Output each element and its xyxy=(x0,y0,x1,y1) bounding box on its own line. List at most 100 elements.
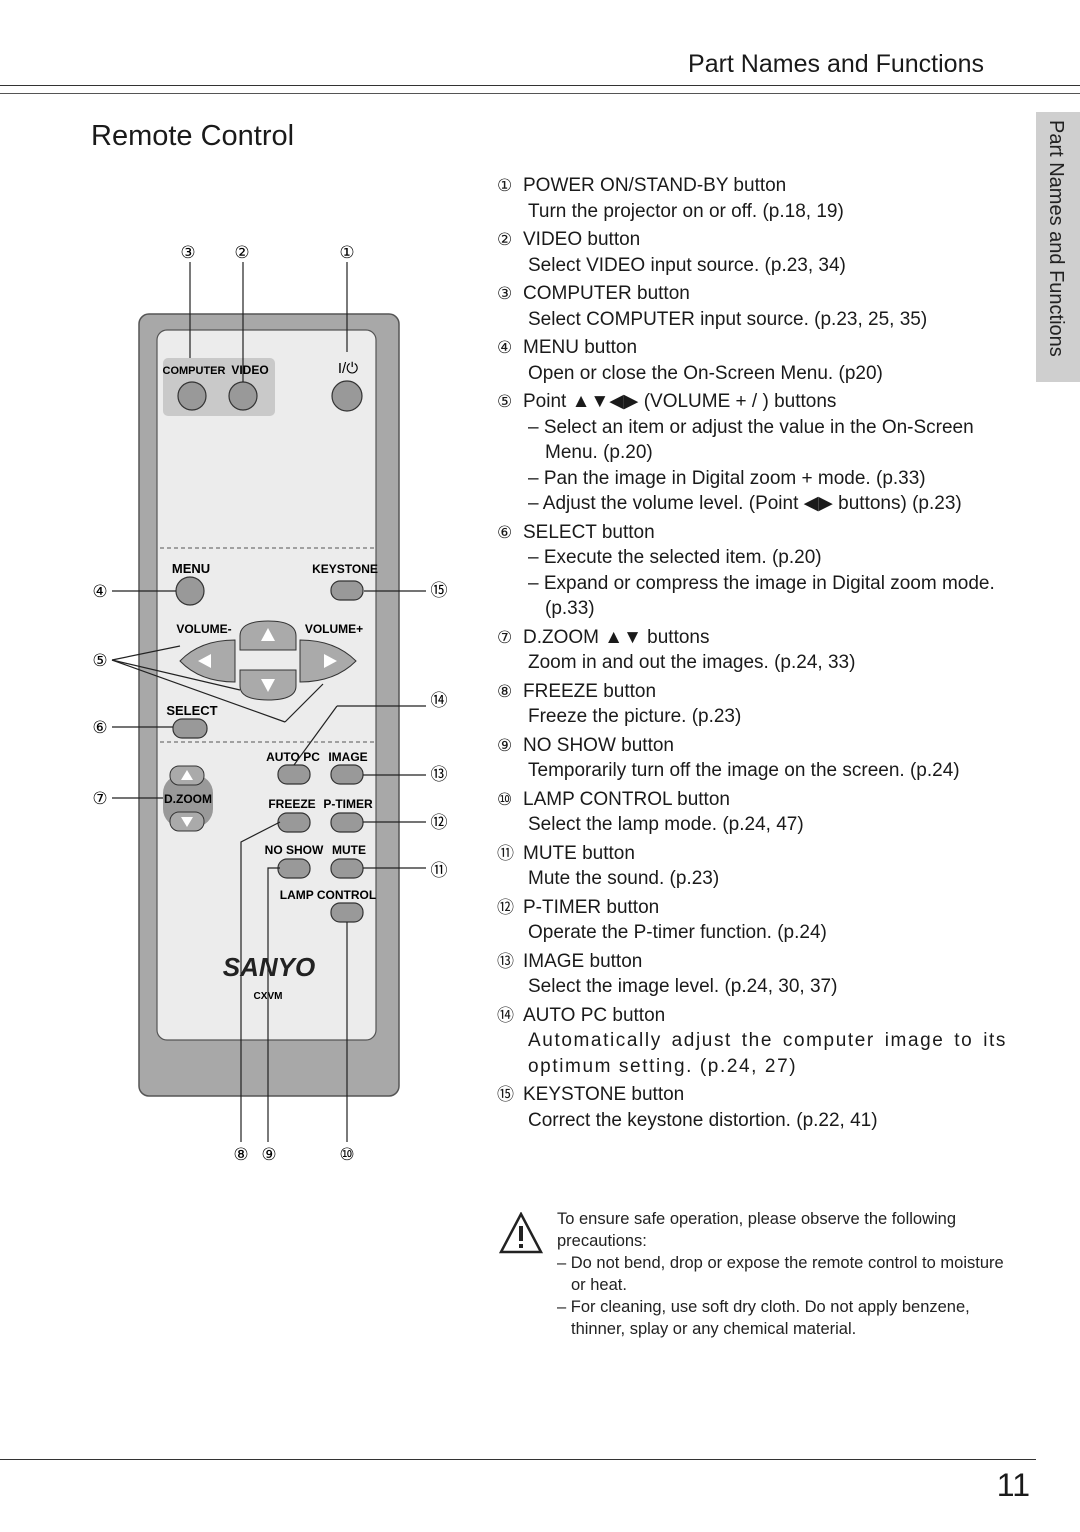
p-timer-button[interactable] xyxy=(330,812,364,833)
computer-label: COMPUTER xyxy=(163,365,226,377)
item-number: ⑫ xyxy=(497,897,514,917)
callout-8: ⑧ xyxy=(233,1145,248,1164)
item-name: SELECT button xyxy=(523,521,655,543)
keystone-label: KEYSTONE xyxy=(312,562,378,576)
callouts: ③ ② ① ④ ⑤ ⑥ ⑦ ⑮ ⑭ ⑬ ⑫ ⑪ ⑧ ⑨ ⑩ xyxy=(92,243,447,1164)
item-desc: Turn the projector on or off. (p.18, 19) xyxy=(528,200,844,222)
item-desc: Freeze the picture. (p.23) xyxy=(528,706,742,727)
power-button[interactable] xyxy=(331,380,363,412)
item-name: MUTE button xyxy=(523,842,635,864)
item-desc: Automatically adjust the computer image … xyxy=(528,1030,1007,1077)
callout-2: ② xyxy=(234,243,249,262)
auto-pc-label: AUTO PC xyxy=(266,750,320,764)
menu-label: MENU xyxy=(172,561,210,576)
warning-intro: To ensure safe operation, please observe… xyxy=(557,1210,957,1250)
remote-control-illustration: COMPUTER VIDEO I/⏻ MENU KEYSTONE VOLUME-… xyxy=(92,243,447,1164)
callout-11: ⑪ xyxy=(431,861,448,880)
mute-button[interactable] xyxy=(330,858,364,879)
power-label: I/⏻ xyxy=(338,360,358,377)
item-number: ② xyxy=(497,230,513,249)
menu-button[interactable] xyxy=(175,576,205,606)
item-name: NO SHOW button xyxy=(523,734,674,756)
video-button[interactable] xyxy=(228,381,258,411)
item-sub: – Pan the image in Digital zoom + mode. … xyxy=(528,467,926,489)
mute-label: MUTE xyxy=(332,843,366,857)
image-button[interactable] xyxy=(330,764,364,785)
freeze-label: FREEZE xyxy=(268,797,315,811)
freeze-button[interactable] xyxy=(277,812,311,833)
warning-bullet: – Do not bend, drop or expose the remote… xyxy=(557,1254,1004,1294)
computer-button[interactable] xyxy=(177,381,207,411)
item-number: ⑦ xyxy=(497,627,513,647)
page-title: Remote Control xyxy=(91,120,295,152)
item-number: ⑤ xyxy=(497,392,513,411)
item-name: Point ▲▼◀▶ (VOLUME + / ) buttons xyxy=(523,391,837,412)
side-tab-label: Part Names and Functions xyxy=(1045,120,1067,357)
side-tab: Part Names and Functions xyxy=(1036,112,1080,382)
item-number: ④ xyxy=(497,338,513,357)
item-desc: Zoom in and out the images. (p.24, 33) xyxy=(528,652,856,673)
callout-7: ⑦ xyxy=(92,789,107,808)
item-name: IMAGE button xyxy=(523,950,643,972)
header-rule-thin xyxy=(0,93,1080,94)
button-function-list: ① POWER ON/STAND-BY button Turn the proje… xyxy=(497,173,1007,1136)
volume-plus-label: VOLUME+ xyxy=(305,622,363,636)
callout-3: ③ xyxy=(180,243,195,262)
callout-10: ⑩ xyxy=(339,1145,354,1164)
callout-4: ④ xyxy=(92,582,107,601)
item-name: COMPUTER button xyxy=(523,283,690,304)
item-sub: – Select an item or adjust the value in … xyxy=(528,416,974,464)
callout-15: ⑮ xyxy=(431,581,448,600)
lamp-control-button[interactable] xyxy=(330,902,364,923)
item-sub: – Execute the selected item. (p.20) xyxy=(528,547,822,568)
list-item: ⑩ LAMP CONTROL button Select the lamp mod… xyxy=(497,787,1007,838)
lamp-control-label: LAMP CONTROL xyxy=(280,888,376,902)
item-desc: Select the lamp mode. (p.24, 47) xyxy=(528,814,804,835)
item-desc: Mute the sound. (p.23) xyxy=(528,868,720,889)
sanyo-logo: SANYO xyxy=(223,952,315,982)
item-number: ⑩ xyxy=(497,789,513,809)
item-desc: Correct the keystone distortion. (p.22, … xyxy=(528,1109,878,1131)
page-number: 11 xyxy=(996,1467,1030,1503)
image-label: IMAGE xyxy=(328,750,367,764)
item-desc: Open or close the On-Screen Menu. (p20) xyxy=(528,362,883,384)
section-header: Part Names and Functions xyxy=(688,50,984,78)
item-name: AUTO PC button xyxy=(523,1004,666,1026)
item-desc: Operate the P-timer function. (p.24) xyxy=(528,922,827,943)
item-name: LAMP CONTROL button xyxy=(523,788,730,810)
callout-6: ⑥ xyxy=(92,718,107,737)
select-button[interactable] xyxy=(172,718,208,739)
no-show-label: NO SHOW xyxy=(265,843,324,857)
list-item: ⑦ D.ZOOM ▲▼ buttons Zoom in and out the i… xyxy=(497,625,1007,676)
item-desc: Select the image level. (p.24, 30, 37) xyxy=(528,976,838,997)
callout-13: ⑬ xyxy=(431,765,448,784)
item-name: D.ZOOM ▲▼ buttons xyxy=(523,626,710,648)
select-label: SELECT xyxy=(166,703,217,718)
item-name: POWER ON/STAND-BY button xyxy=(523,175,787,196)
item-number: ③ xyxy=(497,284,513,303)
volume-minus-label: VOLUME- xyxy=(176,622,231,636)
callout-12: ⑫ xyxy=(431,813,448,832)
list-item: ① POWER ON/STAND-BY button Turn the proje… xyxy=(497,173,1007,224)
keystone-button[interactable] xyxy=(330,580,364,601)
auto-pc-button[interactable] xyxy=(277,764,311,785)
item-number: ① xyxy=(497,176,513,195)
dzoom-down-icon xyxy=(181,817,193,827)
up-triangle-icon xyxy=(261,628,275,641)
warning-box: To ensure safe operation, please observe… xyxy=(497,1208,1007,1340)
callout-9: ⑨ xyxy=(261,1145,276,1164)
no-show-button[interactable] xyxy=(277,858,311,879)
dzoom-up-icon xyxy=(181,770,193,780)
footer-rule xyxy=(0,1459,1036,1460)
item-number: ⑨ xyxy=(497,735,513,755)
item-name: VIDEO button xyxy=(523,229,641,250)
right-triangle-icon xyxy=(324,654,337,668)
item-sub: – Expand or compress the image in Digita… xyxy=(528,572,995,620)
